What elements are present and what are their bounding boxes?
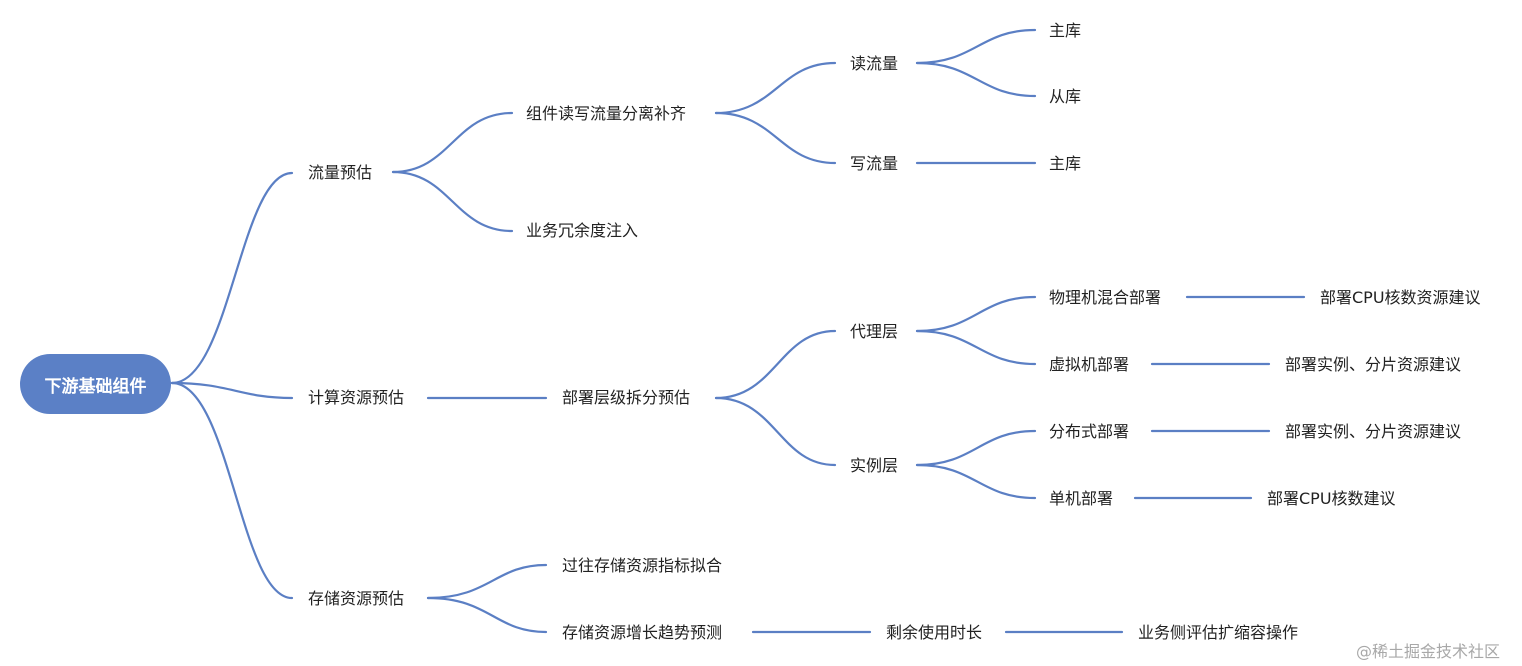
node-vm-deploy[interactable]: 虚拟机部署 — [1049, 355, 1130, 374]
edge-split-read — [714, 61, 837, 115]
edge-split-write — [714, 111, 837, 165]
edge-root-compute — [170, 381, 294, 400]
edge-read-primary — [915, 28, 1037, 65]
node-instance-layer[interactable]: 实例层 — [850, 456, 899, 475]
node-physical-cpu-advice[interactable]: 部署CPU核数资源建议 — [1320, 288, 1481, 307]
node-historical-fit[interactable]: 过往存储资源指标拟合 — [562, 556, 723, 575]
node-read-replica[interactable]: 从库 — [1049, 87, 1082, 106]
node-traffic-estimate[interactable]: 流量预估 — [308, 163, 373, 182]
node-remaining-time[interactable]: 剩余使用时长 — [886, 623, 983, 642]
node-write-traffic[interactable]: 写流量 — [850, 154, 899, 173]
edge-proxy-vm — [915, 329, 1037, 366]
edge-instance-distributed — [915, 429, 1037, 467]
edge-proxy-physical — [915, 295, 1037, 333]
edge-tiers-instance — [714, 396, 837, 467]
edge-traffic-split — [391, 111, 514, 174]
node-standalone-deploy[interactable]: 单机部署 — [1049, 489, 1114, 508]
edge-tiers-proxy — [714, 329, 837, 400]
node-proxy-layer[interactable]: 代理层 — [850, 322, 899, 341]
node-compute-estimate[interactable]: 计算资源预估 — [308, 388, 405, 407]
node-growth-forecast[interactable]: 存储资源增长趋势预测 — [562, 623, 723, 642]
node-write-primary[interactable]: 主库 — [1049, 154, 1082, 173]
edge-instance-standalone — [915, 463, 1037, 500]
edge-root-storage — [170, 381, 294, 600]
node-standalone-cpu-advice[interactable]: 部署CPU核数建议 — [1267, 489, 1396, 508]
root-node[interactable]: 下游基础组件 — [20, 354, 171, 414]
edge-read-replica — [915, 61, 1037, 98]
edge-root-traffic — [170, 171, 294, 385]
node-read-traffic[interactable]: 读流量 — [850, 54, 899, 73]
node-vm-instance-advice[interactable]: 部署实例、分片资源建议 — [1285, 355, 1462, 374]
node-storage-estimate[interactable]: 存储资源预估 — [308, 589, 405, 608]
node-distributed-instance-advice[interactable]: 部署实例、分片资源建议 — [1285, 422, 1462, 441]
node-tier-split-estimate[interactable]: 部署层级拆分预估 — [562, 388, 691, 407]
edge-storage-trend — [426, 596, 548, 634]
node-redundancy-injection[interactable]: 业务冗余度注入 — [526, 221, 639, 240]
node-physical-mixed-deploy[interactable]: 物理机混合部署 — [1049, 288, 1162, 307]
node-distributed-deploy[interactable]: 分布式部署 — [1049, 422, 1130, 441]
edge-storage-fit — [426, 563, 548, 600]
node-read-primary[interactable]: 主库 — [1049, 21, 1082, 40]
edge-traffic-redundancy — [391, 170, 514, 233]
node-scaling-evaluation[interactable]: 业务侧评估扩缩容操作 — [1138, 623, 1299, 642]
node-rw-split[interactable]: 组件读写流量分离补齐 — [526, 104, 687, 123]
watermark: @稀土掘金技术社区 — [1356, 642, 1501, 661]
